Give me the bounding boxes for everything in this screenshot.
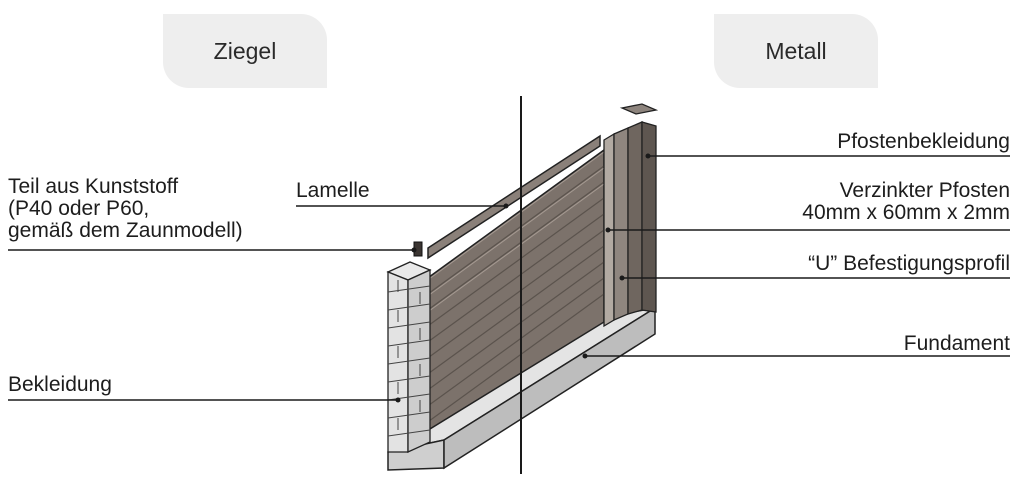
label-bekleidung: Bekleidung xyxy=(8,373,112,396)
label-pfostenbekleidung: Pfostenbekleidung xyxy=(837,130,1010,153)
tab-metall-label: Metall xyxy=(765,37,827,64)
metal-post-group xyxy=(603,103,659,328)
leader-dots xyxy=(395,153,651,403)
slat-panel xyxy=(424,134,605,434)
tab-ziegel-label: Ziegel xyxy=(213,37,277,64)
post-cap xyxy=(619,103,659,115)
label-lamelle: Lamelle xyxy=(296,179,370,202)
tab-ziegel[interactable]: Ziegel xyxy=(163,14,327,88)
galvanized-post xyxy=(613,127,629,321)
label-u-profil: “U” Befestigungsprofil xyxy=(808,252,1010,275)
label-kunststoff-line2: (P40 oder P60, xyxy=(8,197,150,220)
brick-pillar xyxy=(386,241,432,454)
label-kunststoff: Teil aus Kunststoff (P40 oder P60, gemäß… xyxy=(8,176,243,242)
label-fundament: Fundament xyxy=(903,332,1010,355)
pillar-side xyxy=(407,268,431,454)
brick-joints xyxy=(387,280,431,437)
label-kunststoff-line1: Teil aus Kunststoff xyxy=(8,175,179,198)
label-pfosten: Verzinkter Pfosten 40mm x 60mm x 2mm xyxy=(802,180,1010,224)
label-pfosten-line2: 40mm x 60mm x 2mm xyxy=(802,201,1010,224)
slat-lines xyxy=(424,165,605,425)
slat-highlights xyxy=(424,151,605,315)
loose-slat xyxy=(427,134,601,260)
foundation-side xyxy=(443,306,656,470)
tab-metall[interactable]: Metall xyxy=(714,14,878,88)
label-pfosten-line1: Verzinkter Pfosten xyxy=(839,179,1010,202)
post-cladding-front xyxy=(627,121,643,315)
post-cladding-side xyxy=(641,121,657,313)
leader-lines xyxy=(8,155,1010,401)
label-kunststoff-line3: gemäß dem Zaunmodell) xyxy=(8,219,243,242)
